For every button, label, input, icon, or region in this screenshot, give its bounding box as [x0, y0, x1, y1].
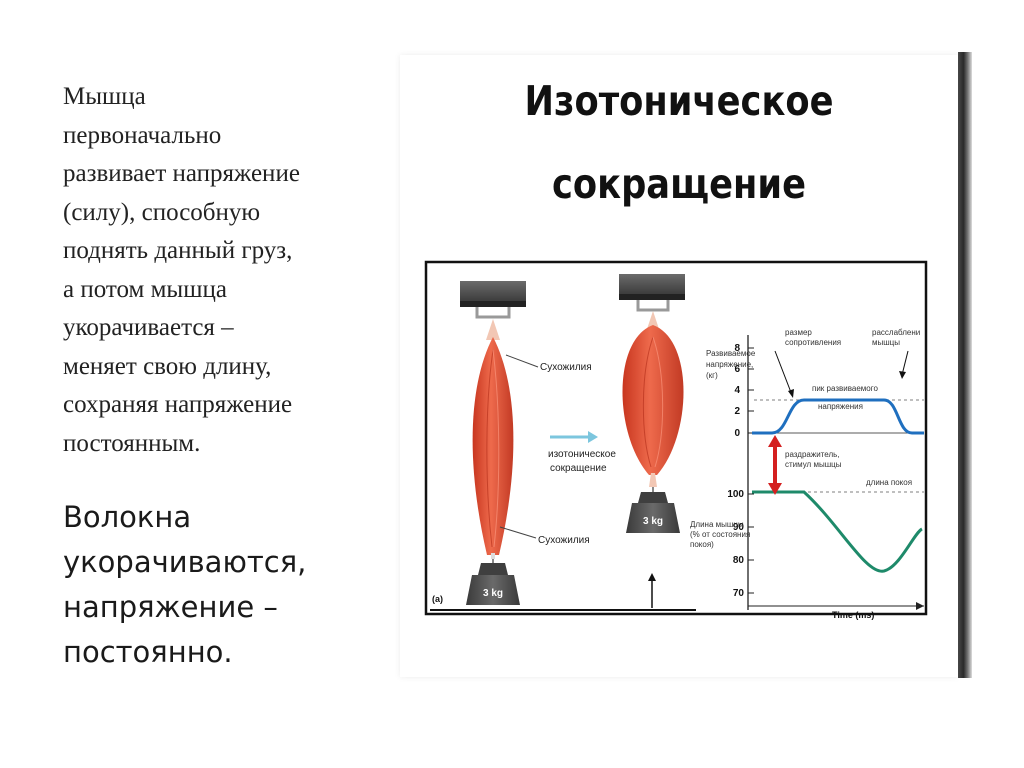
left-weight: [466, 575, 520, 605]
summary-text: Волокна укорачиваются, напряжение – пост…: [63, 495, 393, 675]
bottom-tick-80: 80: [733, 555, 745, 566]
summary-line: Волокна: [63, 500, 192, 534]
text-line: сохраняя напряжение: [63, 391, 293, 418]
bottom-ylabel-3: покоя): [690, 540, 714, 549]
figure-frame: [424, 260, 928, 616]
text-line: (силу), способную: [63, 198, 261, 226]
figure-panel: Изотоническое сокращение: [400, 55, 958, 677]
right-tendon-bottom: [649, 473, 657, 487]
text-line: а потом мышца: [63, 275, 227, 303]
tendon-pointer-top: [505, 354, 539, 368]
left-clamp-base: [460, 301, 526, 307]
label-stim-2: стимул мышцы: [785, 460, 842, 469]
label-resistance-1: размер: [785, 328, 812, 337]
top-tick-2: 2: [734, 406, 740, 417]
left-weight-cap: [478, 563, 508, 575]
text-line: укорачивается –: [63, 314, 234, 341]
text-line: Мышца: [63, 83, 146, 110]
top-tick-0: 0: [734, 428, 740, 439]
arrow-label-2: сокращение: [550, 463, 607, 474]
label-resistance-2: сопротивления: [785, 338, 841, 347]
left-weight-label: 3 kg: [483, 588, 503, 599]
figure-title-line2: сокращение: [552, 160, 806, 208]
bottom-ylabel-1: Длина мышцы: [690, 520, 744, 529]
right-muscle: [622, 325, 684, 475]
arrow-label-1: изотоническое: [548, 449, 616, 460]
bottom-tick-100: 100: [727, 489, 744, 500]
text-line: поднять данный груз,: [63, 237, 293, 264]
text-line: первоначально: [63, 121, 222, 149]
graph-grid: [748, 347, 754, 594]
top-tick-4: 4: [734, 385, 740, 396]
label-rest: длина покоя: [866, 478, 912, 487]
top-ylabel-1: Развиваемое: [706, 349, 756, 358]
panel-label: (a): [432, 594, 443, 604]
diagram-svg: 3 kg Сухожилия Сухожилия изотоническое с…: [424, 260, 928, 620]
label-stim-1: раздражитель,: [785, 450, 840, 459]
label-relax-2: мышцы: [872, 338, 900, 347]
length-curve: [752, 490, 923, 573]
right-hook-top: [636, 300, 670, 312]
bottom-tick-90: 90: [733, 522, 745, 533]
text-line: постоянным.: [63, 429, 201, 457]
bottom-ylabel-2: (% от состояния: [690, 530, 750, 539]
summary-line: постоянно.: [63, 635, 233, 669]
description-text: Мышца первоначально развивает напряжение…: [63, 78, 393, 463]
summary-line: напряжение –: [63, 590, 278, 624]
tendon-label-top: Сухожилия: [540, 362, 592, 373]
right-weight-cap: [638, 492, 668, 503]
top-ylabel-3: (кг): [706, 371, 718, 380]
tendon-label-bottom: Сухожилия: [538, 535, 590, 546]
figure-title-line1: Изотоническое: [524, 77, 834, 125]
text-line: меняет свою длину,: [63, 352, 272, 380]
label-relax-1: расслаблени: [872, 328, 920, 337]
right-tendon-top: [647, 311, 659, 329]
right-weight: [626, 503, 680, 533]
label-peak-2: напряжения: [818, 402, 863, 411]
top-tick-8: 8: [734, 343, 740, 354]
graph-xlabel: Time (ms): [832, 610, 874, 620]
slide-edge-bar: [958, 52, 972, 678]
tension-curve: [752, 398, 924, 435]
tendon-pointer-bottom: [499, 526, 537, 539]
top-ylabel-2: напряжение,: [706, 360, 753, 369]
bottom-tick-70: 70: [733, 588, 745, 599]
top-tick-6: 6: [734, 364, 740, 375]
text-line: развивает напряжение: [63, 160, 300, 187]
label-peak-1: пик развиваемого: [812, 384, 878, 393]
summary-line: укорачиваются,: [63, 545, 307, 579]
left-hook-top: [475, 307, 511, 319]
left-muscle: [472, 337, 514, 555]
right-clamp-base: [619, 294, 685, 300]
left-tendon-top: [486, 319, 500, 340]
right-weight-label: 3 kg: [643, 516, 663, 527]
